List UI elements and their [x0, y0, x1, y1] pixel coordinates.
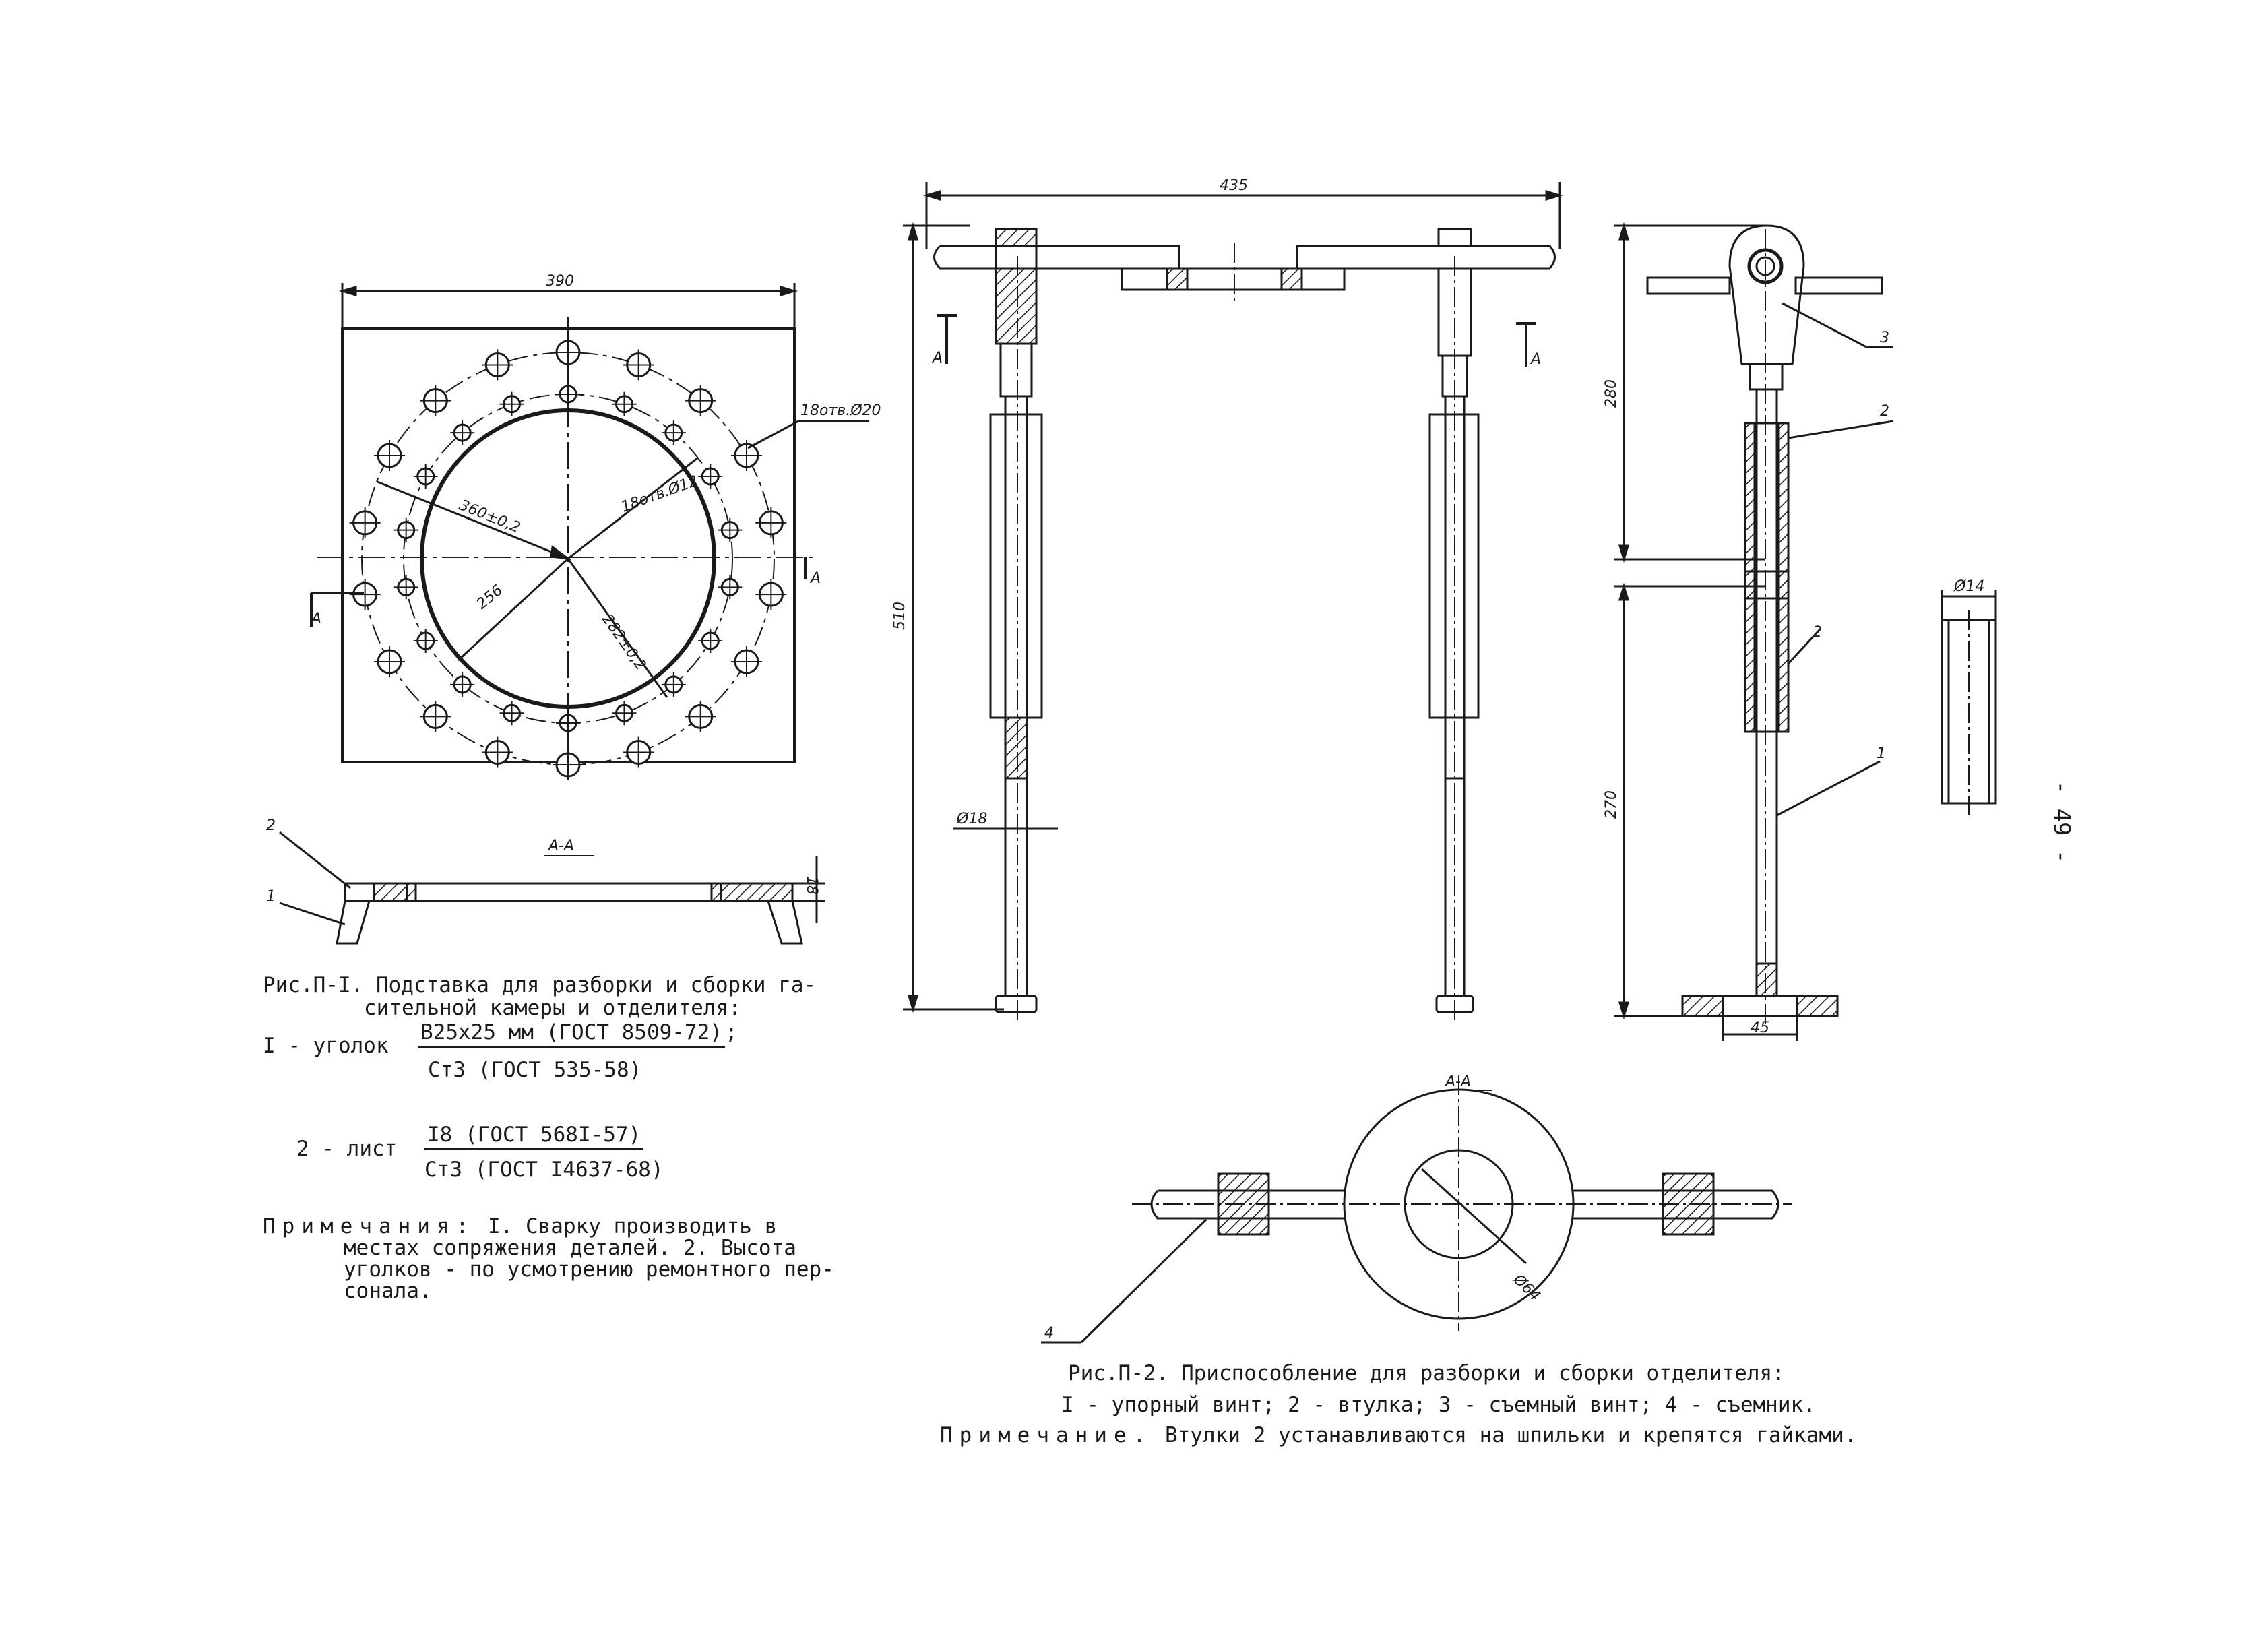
fig2-marker-right: А: [1530, 351, 1541, 368]
fig1-plan-view: [310, 283, 869, 780]
fig2-part-label-3: 3: [1880, 329, 1889, 346]
fig1-item1-label: I - уголок: [263, 1034, 389, 1058]
fig2-note: Примечание. Втулки 2 устанавливаются на …: [940, 1422, 1856, 1449]
fig1-notes-line2: местах сопряжения деталей. 2. Высота: [344, 1236, 796, 1260]
fig2-rod-dia: Ø18: [956, 811, 987, 827]
fig1-marker-left: А: [310, 610, 321, 627]
fig1-item2: 2 - лист: [296, 1135, 397, 1162]
fig1-item2-top: I8 (ГОСТ 568I-57): [424, 1121, 644, 1150]
fig1-radius-label: 256: [474, 582, 506, 613]
fig2-upper-dim: 280: [1603, 379, 1620, 408]
fig2-caption-line1: Рис.П-2. Приспособление для разборки и с…: [1068, 1361, 1785, 1385]
fig1-caption-line1: Рис.П-I. Подставка для разборки и сборки…: [263, 973, 817, 997]
fig1-notes-text1: I. Сварку производить в: [487, 1214, 778, 1238]
fig2-part-label-2b: 2: [1813, 624, 1822, 641]
fig2-part-label-2a: 2: [1880, 403, 1889, 420]
fig1-item1: I - уголок: [263, 1032, 389, 1059]
fig1-notes-line3: уголков - по усмотрению ремонтного пер-: [344, 1257, 834, 1282]
fig2-base-dim: 45: [1751, 1019, 1769, 1036]
fig1-caption-line2: сительной камеры и отделителя:: [364, 996, 741, 1020]
fig1-section-view: [279, 831, 825, 945]
fig2-part-label-1: 1: [1877, 745, 1886, 762]
fig1-item1-bottom: Ст3 (ГОСТ 535-58): [428, 1058, 642, 1082]
fig2-note-title: Примечание.: [940, 1423, 1153, 1447]
fig1-notes-line4: сонала.: [344, 1279, 432, 1303]
fig2-lower-dim: 270: [1603, 790, 1620, 819]
fig2-section-label: А-А: [1444, 1073, 1471, 1090]
fig1-item2-label: 2 - лист: [296, 1137, 398, 1161]
fig1-part-label-1: 1: [266, 888, 276, 905]
page-number: - 49 -: [2048, 780, 2075, 864]
fig2-width-dim: 435: [1220, 177, 1248, 194]
fig1-notes-title: Примечания:: [263, 1214, 476, 1238]
fig1-thickness-label: 18: [803, 876, 820, 895]
fig1-item1-top: В25х25 мм (ГОСТ 8509-72);: [418, 1019, 738, 1048]
fig2-part-label-4: 4: [1044, 1325, 1054, 1342]
fig1-bc-inner-label: 282±0,2: [598, 611, 649, 674]
fig1-holes-inner-label: 18отв.Ø12: [619, 472, 701, 515]
fig2-marker-left: А: [931, 350, 943, 367]
fig1-marker-right: А: [809, 570, 821, 587]
outer-holes: [349, 337, 787, 780]
fig1-section-label: А-А: [547, 838, 574, 854]
fig1-part-label-2: 2: [266, 817, 276, 834]
inner-holes: [393, 382, 743, 735]
fig2-note-text: Втулки 2 устанавливаются на шпильки и кр…: [1164, 1423, 1857, 1447]
fig1-width-dim: 390: [546, 273, 574, 290]
fig2-pin-dia: Ø14: [1953, 578, 1984, 595]
fig1-notes-line1: Примечания: I. Сварку производить в: [263, 1213, 777, 1240]
fig2-caption-line2: I - упорный винт; 2 - втулка; 3 - съемны…: [1061, 1393, 1816, 1417]
fig2-pin: [1941, 590, 1997, 815]
fig1-item1-top-text: В25х25 мм (ГОСТ 8509-72): [418, 1019, 725, 1048]
fig2-side-view: [1614, 222, 1894, 1041]
fig2-front-view: [903, 182, 1564, 1024]
fig2-section-view: [1041, 1075, 1792, 1344]
fig2-height-dim: 510: [891, 602, 908, 630]
fig1-item2-top-text: I8 (ГОСТ 568I-57): [424, 1121, 644, 1150]
fig1-holes-outer-label: 18отв.Ø20: [800, 402, 881, 419]
fig1-item2-bottom: Ст3 (ГОСТ I4637-68): [424, 1158, 664, 1182]
